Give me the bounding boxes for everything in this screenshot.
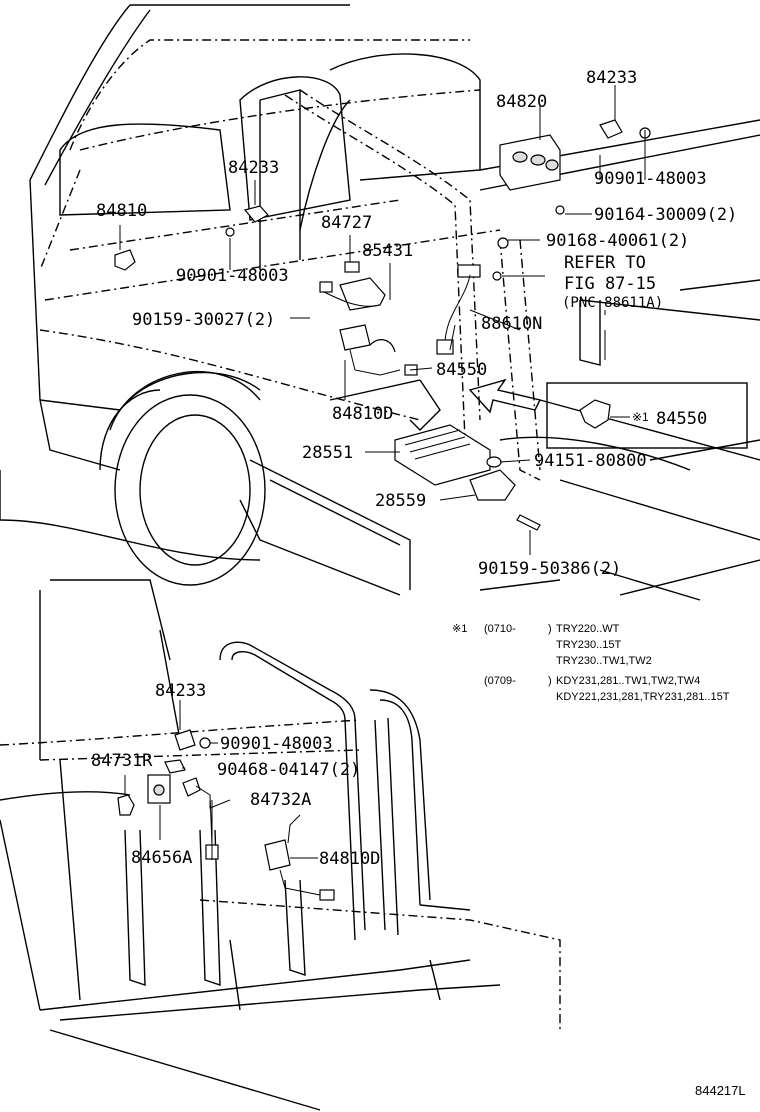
footnote-row1-line1: TRY220..WT <box>556 623 620 635</box>
label-84656a: 84656A <box>131 848 192 868</box>
upper-leaders <box>119 85 646 555</box>
footnote-row2-line2: KDY221,231,281,TRY231,281..15T <box>556 691 730 703</box>
label-84550-inset: 84550 <box>656 409 707 429</box>
label-84810d-mid: 84810D <box>332 404 393 424</box>
label-84233-low: 84233 <box>155 681 206 701</box>
diagram-id: 844217L <box>695 1083 746 1098</box>
lower-parts <box>117 729 335 901</box>
footnote-row2-paren: ) <box>548 675 552 687</box>
label-84732a: 84732A <box>250 790 311 810</box>
label-refer-1: REFER TO <box>564 253 646 273</box>
label-28559: 28559 <box>375 491 426 511</box>
footnote-row1-line2: TRY230..15T <box>556 639 622 651</box>
label-refer-2: FIG 87-15 <box>564 274 656 294</box>
part-labels: 84233 84820 90901-48003 90164-30009(2) 9… <box>91 68 746 1098</box>
inset-box-84550 <box>546 382 748 449</box>
footnote-row1-line3: TRY230..TW1,TW2 <box>556 655 652 667</box>
label-90901-low: 90901-48003 <box>220 734 333 754</box>
label-star-mark: ※1 <box>632 410 649 424</box>
lower-vehicle-outline <box>0 579 561 1111</box>
footnote-row1-paren: ) <box>548 623 552 635</box>
label-90901-mid: 90901-48003 <box>176 266 289 286</box>
footnote-row2-line1: KDY231,281..TW1,TW2,TW4 <box>556 675 700 687</box>
label-84550: 84550 <box>436 360 487 380</box>
label-90159-bot: 90159-50386(2) <box>478 559 621 579</box>
footnote-row1-code: (0710- <box>484 623 516 635</box>
label-90901-top: 90901-48003 <box>594 169 707 189</box>
applicability-footnote: ※1 (0710- ) TRY220..WT TRY230..15T TRY23… <box>452 623 730 703</box>
lower-leaders <box>124 700 318 860</box>
label-84727: 84727 <box>321 213 372 233</box>
label-94151: 94151-80800 <box>534 451 647 471</box>
upper-vehicle-outline <box>0 4 760 601</box>
upper-parts <box>114 119 748 531</box>
label-84810d-low: 84810D <box>319 849 380 869</box>
label-90159-mid: 90159-30027(2) <box>132 310 275 330</box>
label-84820: 84820 <box>496 92 547 112</box>
label-28551: 28551 <box>302 443 353 463</box>
label-85431: 85431 <box>362 241 413 261</box>
label-refer-3: (PNC 88611A) <box>562 295 663 311</box>
label-90468: 90468-04147(2) <box>217 760 360 780</box>
label-90168: 90168-40061(2) <box>546 231 689 251</box>
label-84810: 84810 <box>96 201 147 221</box>
label-90164: 90164-30009(2) <box>594 205 737 225</box>
label-84731r: 84731R <box>91 751 153 771</box>
footnote-mark: ※1 <box>452 623 467 635</box>
label-88610n: 88610N <box>481 314 542 334</box>
label-84233-top: 84233 <box>586 68 637 88</box>
footnote-row2-code: (0709- <box>484 675 516 687</box>
label-84233-mid: 84233 <box>228 158 279 178</box>
